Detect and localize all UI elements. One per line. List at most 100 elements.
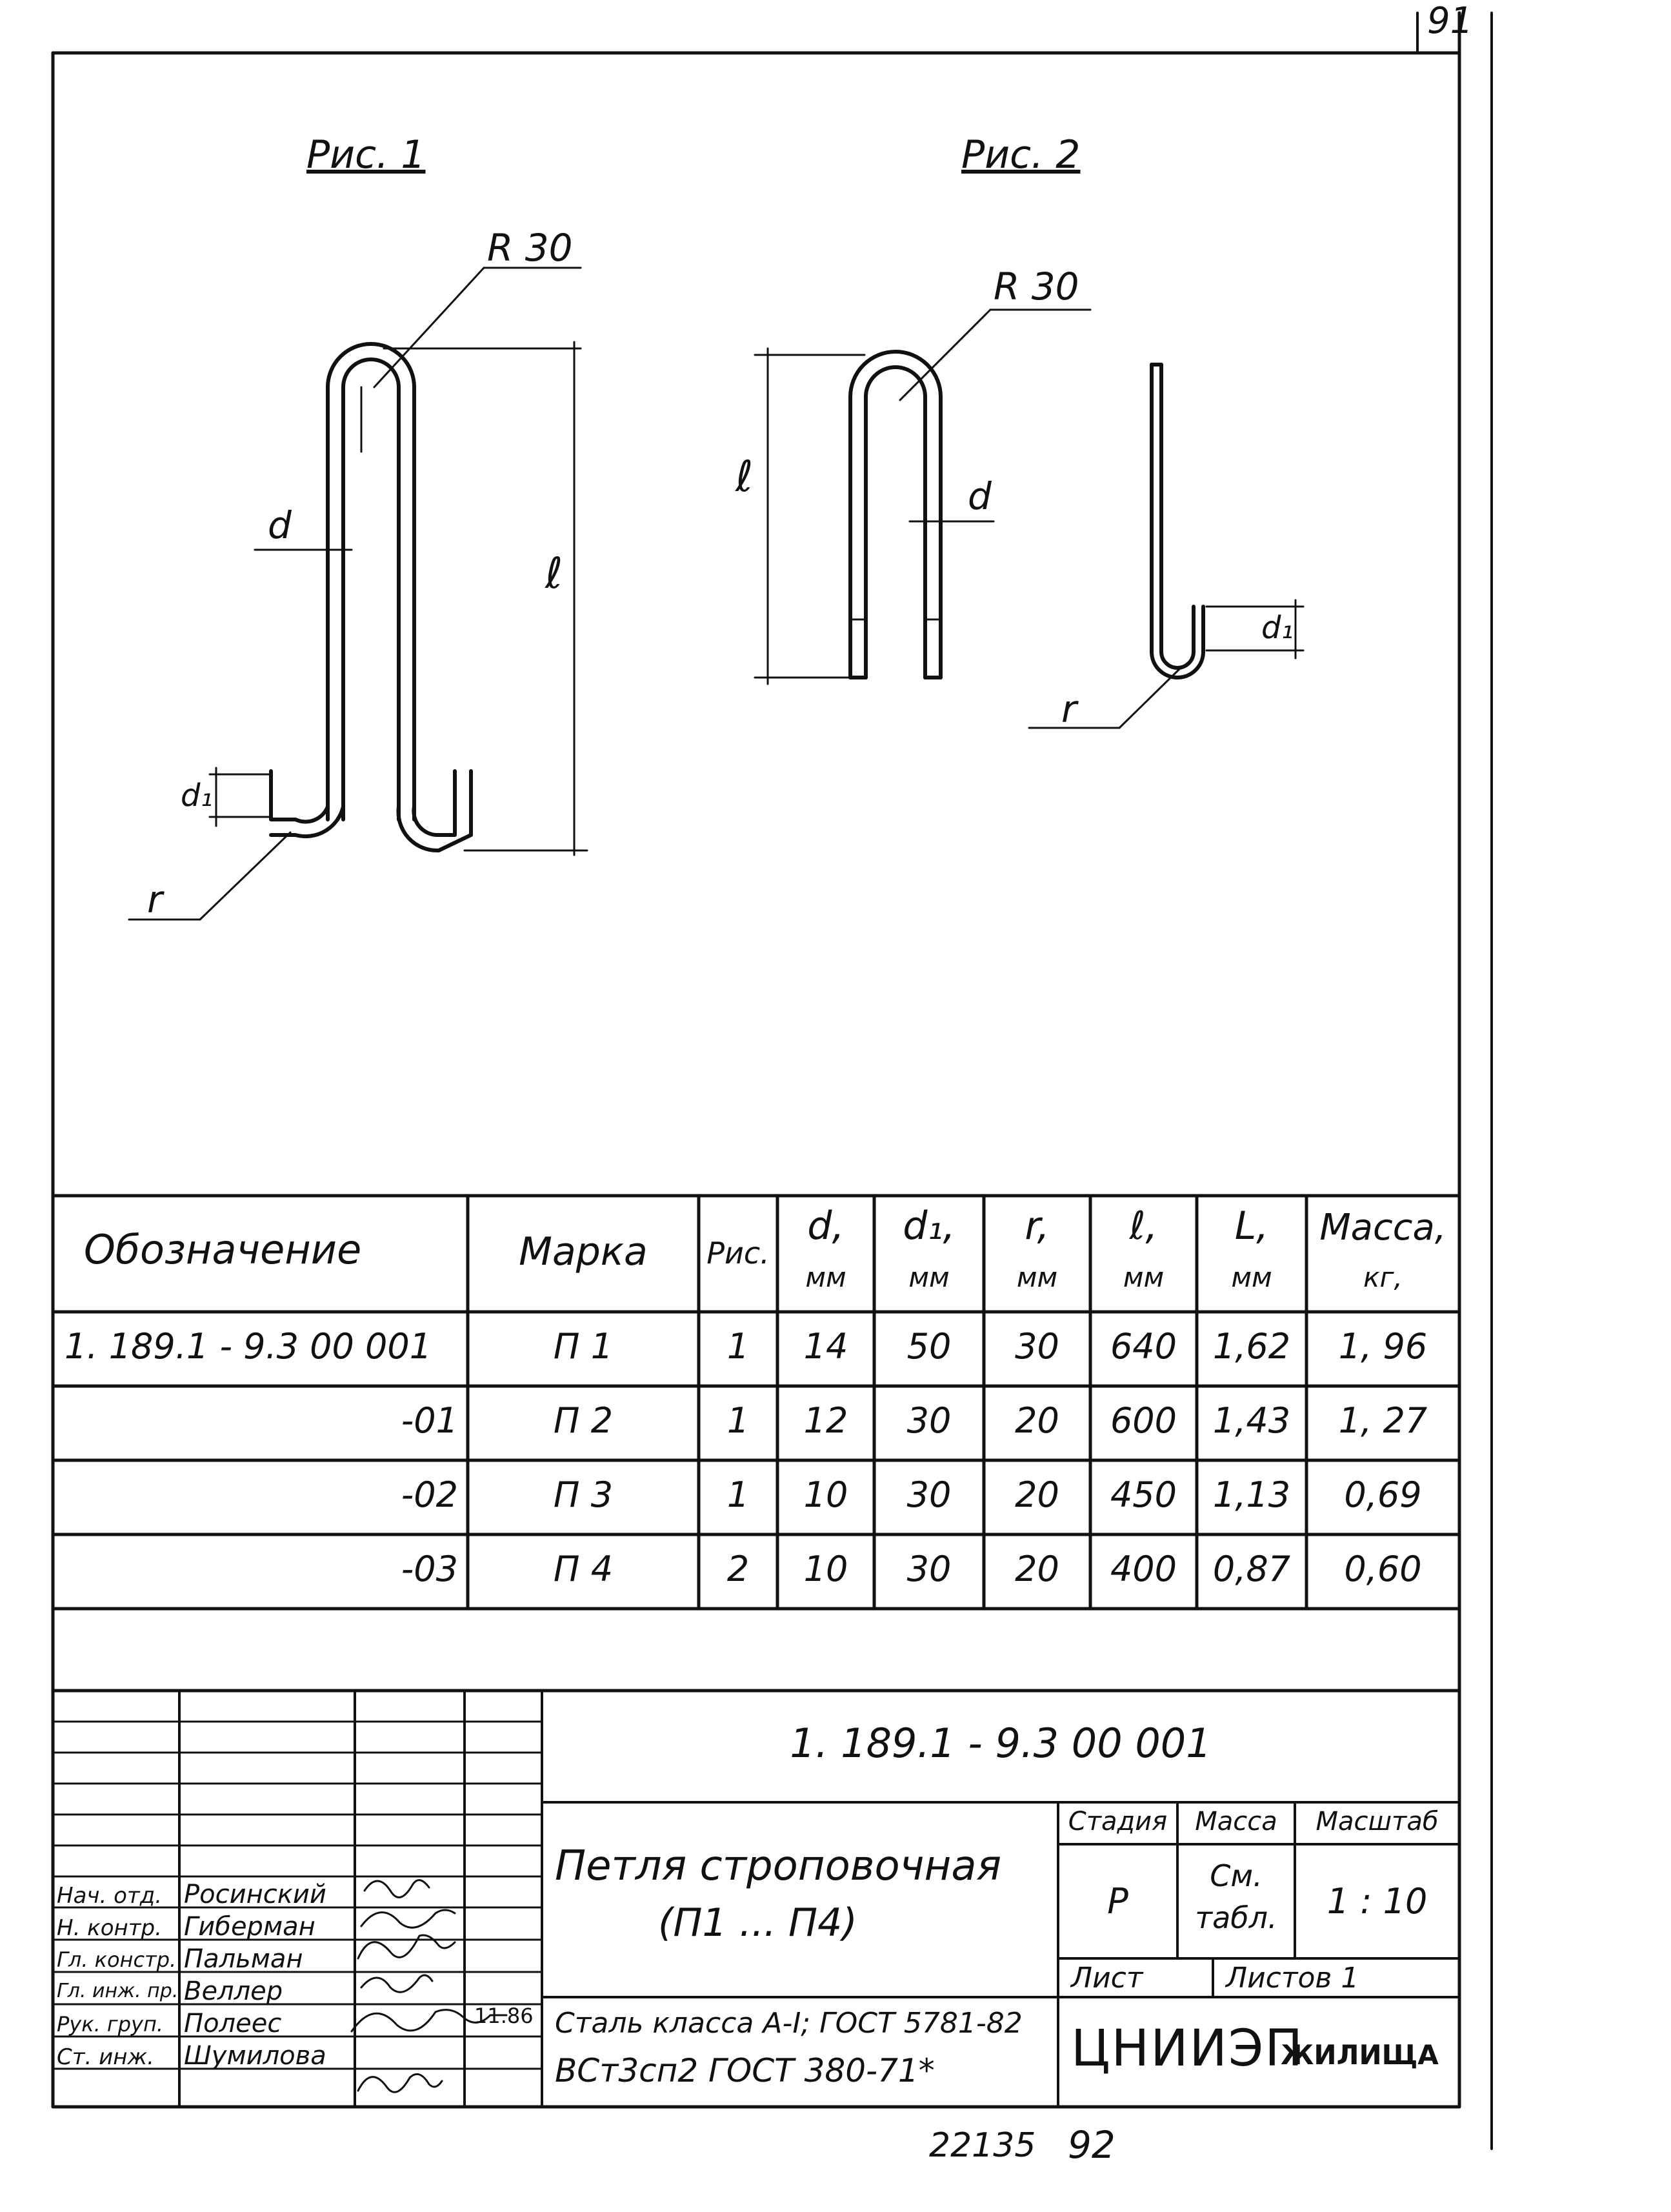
fig1-d1-label: d₁ [181,778,213,814]
inventory-number: 22135 [929,2126,1036,2165]
stage-value: Р [1107,1881,1128,1922]
header-r: r, [1025,1203,1050,1249]
cell-L: 0,87 [1212,1549,1291,1589]
figure-1-dimensions [128,266,588,921]
cell-d1: 30 [906,1549,952,1589]
cell-mass: 1, 27 [1338,1400,1428,1441]
cell-r: 20 [1015,1549,1059,1589]
cell-d1: 50 [906,1326,952,1367]
signatory-role: Нач. отд. [57,1883,163,1909]
header-r-unit: мм [1016,1262,1058,1293]
signatory-role: Гл. инж. пр. [57,1980,179,2002]
approval-date: 11.86 [474,2004,534,2028]
cell-d: 12 [803,1400,848,1441]
scale-value: 1 : 10 [1326,1881,1428,1922]
cell-L: 1,13 [1212,1474,1291,1515]
cell-r: 30 [1015,1326,1059,1367]
cell-mass: 0,69 [1344,1474,1422,1515]
cell-designation: -01 [401,1400,458,1441]
fig1-r-label: r [147,878,163,921]
corner-sheet-number: 91 [1427,0,1474,42]
title-line-2: (П1 ... П4) [658,1900,857,1946]
cell-fig: 2 [726,1549,750,1589]
cell-r: 20 [1015,1474,1059,1515]
figure-2-drawing [848,350,1205,679]
scale-label: Масштаб [1316,1807,1439,1836]
cell-d1: 30 [906,1474,952,1515]
cell-mass: 0,60 [1344,1549,1422,1589]
cell-r: 20 [1015,1400,1059,1441]
spec-table-grid [51,1194,1461,1693]
title-block-rows [52,1720,543,2070]
header-fig: Рис. [706,1236,770,1271]
signatory-role: Гл. констр. [57,1947,177,1972]
cell-l: 400 [1110,1549,1177,1589]
cell-designation: -03 [401,1549,458,1589]
org-main: ЦНИИЭП [1071,2020,1305,2078]
org-sub: ЖИЛИЩА [1281,2039,1439,2071]
header-d1: d₁, [903,1203,956,1249]
signatory-role: Рук. груп. [57,2012,164,2036]
signatures [350,1879,508,2093]
bottom-page-number: 92 [1068,2123,1116,2167]
header-mass: Масса, [1319,1207,1446,1249]
cell-fig: 1 [726,1474,750,1515]
fig1-d-label: d [268,503,292,547]
header-l-unit: мм [1123,1262,1165,1293]
signatory-role: Н. контр. [57,1915,162,1941]
cell-l: 600 [1110,1400,1177,1441]
cell-L: 1,43 [1212,1400,1291,1441]
cell-l: 450 [1110,1474,1177,1515]
header-l: ℓ, [1129,1203,1158,1249]
cell-designation: 1. 189.1 - 9.3 00 001 [65,1326,432,1367]
figure-2-dimensions [754,308,1305,729]
signatory-role: Ст. инж. [57,2044,154,2070]
header-d1-unit: мм [908,1262,950,1293]
header-L-unit: мм [1231,1262,1272,1293]
title-line-1: Петля строповочная [555,1842,1002,1890]
cell-mark: П 4 [553,1549,614,1589]
signatory-name: Пальман [184,1944,303,1974]
cell-mark: П 1 [553,1326,614,1367]
header-L: L, [1234,1203,1269,1249]
sheet-frame [51,11,1493,2150]
cell-fig: 1 [726,1326,750,1367]
mass-value-line-2: табл. [1195,1900,1277,1935]
sheet-label: Лист [1071,1962,1143,1995]
fig1-radius-label: R 30 [487,226,573,270]
header-mark: Марка [519,1229,648,1274]
figure-1-title: Рис. 1 [306,132,426,177]
figure-2-title: Рис. 2 [961,132,1081,177]
cell-l: 640 [1110,1326,1177,1367]
header-mass-unit: кг, [1363,1262,1403,1293]
header-d: d, [807,1203,845,1249]
stage-label: Стадия [1068,1807,1168,1836]
cell-d: 14 [803,1326,848,1367]
cell-mark: П 2 [553,1400,614,1441]
cell-L: 1,62 [1212,1326,1291,1367]
signatory-name: Полеес [184,2009,282,2038]
figure-1-drawing [269,342,473,853]
fig2-d1-label: d₁ [1261,610,1294,646]
mass-value-line-1: См. [1210,1858,1263,1893]
fig2-radius-label: R 30 [994,265,1079,308]
signatory-name: Гиберман [184,1912,315,1942]
material-line-1: Сталь класса А-I; ГОСТ 5781-82 [555,2007,1023,2040]
signatory-name: Росинский [184,1880,326,1909]
cell-mark: П 3 [553,1474,614,1515]
signatory-name: Веллер [184,1976,283,2006]
cell-fig: 1 [726,1400,750,1441]
header-designation: Обозначение [84,1226,362,1273]
fig2-l-label: ℓ [735,452,754,501]
header-d-unit: мм [805,1262,846,1293]
signatory-name: Шумилова [184,2041,326,2071]
fig2-d-label: d [968,474,992,518]
cell-d: 10 [803,1549,848,1589]
mass-label: Масса [1195,1807,1277,1836]
cell-designation: -02 [401,1474,458,1515]
cell-d: 10 [803,1474,848,1515]
doc-code: 1. 189.1 - 9.3 00 001 [790,1720,1212,1767]
cell-mass: 1, 96 [1338,1326,1428,1367]
fig2-r-label: r [1061,687,1077,731]
